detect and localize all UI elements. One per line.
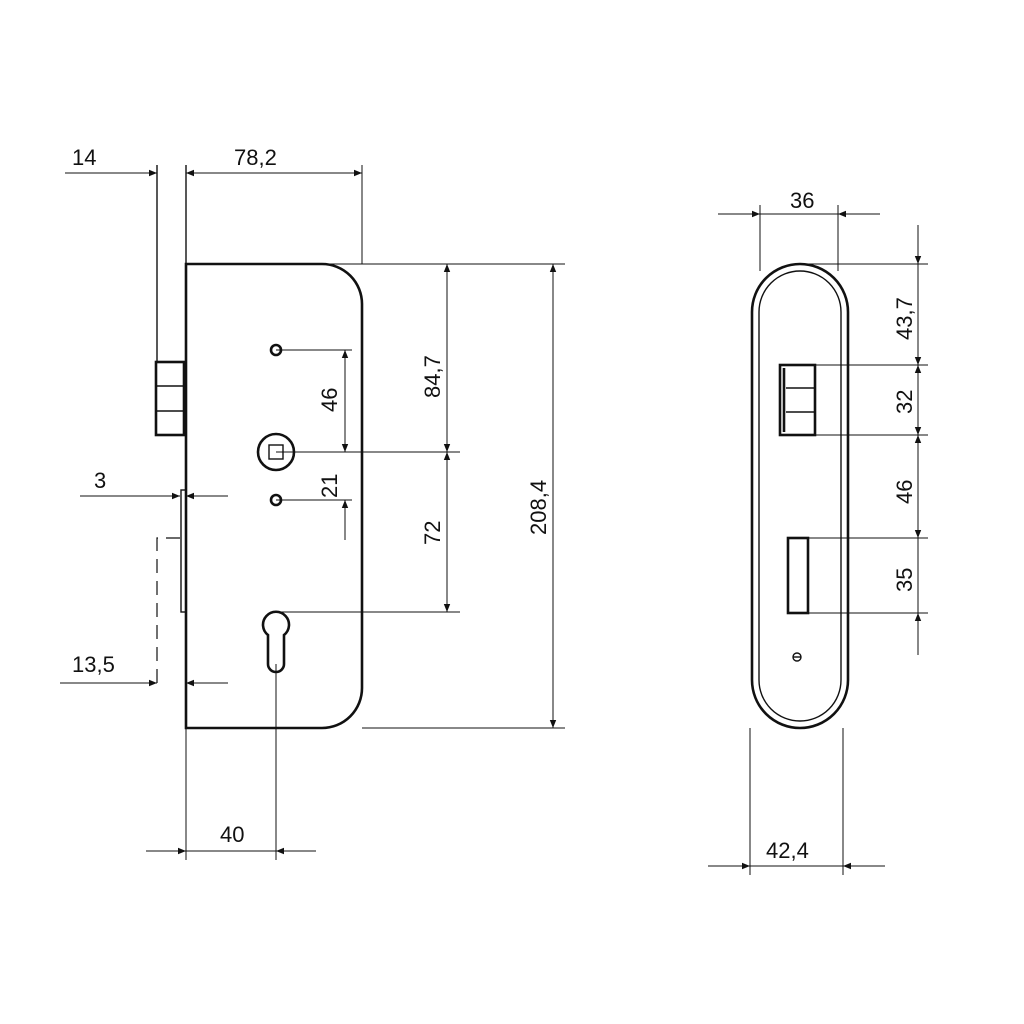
dim-14: 14 — [72, 145, 96, 170]
dim-84-7: 84,7 — [420, 355, 445, 398]
dim-46-front: 46 — [317, 388, 342, 412]
bolt-opening — [786, 536, 810, 615]
dim-78-2: 78,2 — [234, 145, 277, 170]
dim-40: 40 — [220, 822, 244, 847]
deadbolt-hidden — [156, 537, 180, 690]
faceplate-inner — [758, 270, 842, 722]
dim-3: 3 — [94, 468, 106, 493]
dim-21: 21 — [317, 474, 342, 498]
dim-35: 35 — [892, 568, 917, 592]
cylinder-cutout — [261, 610, 291, 674]
lock-case-outline — [184, 262, 364, 730]
dim-32: 32 — [892, 390, 917, 414]
latch-bolt — [154, 360, 186, 437]
dim-13-5: 13,5 — [72, 652, 115, 677]
dim-42-4: 42,4 — [766, 838, 809, 863]
front-view: 14 78,2 84,7 72 208,4 46 21 3 13,5 40 — [60, 145, 565, 860]
side-view: 36 42,4 43,7 32 46 35 — [708, 188, 928, 875]
dim-46-side: 46 — [892, 480, 917, 504]
dim-72: 72 — [420, 521, 445, 545]
dim-36: 36 — [790, 188, 814, 213]
dim-43-7: 43,7 — [892, 297, 917, 340]
faceplate-strip — [180, 489, 187, 613]
dim-208-4: 208,4 — [526, 480, 551, 535]
latch-opening — [778, 363, 817, 437]
